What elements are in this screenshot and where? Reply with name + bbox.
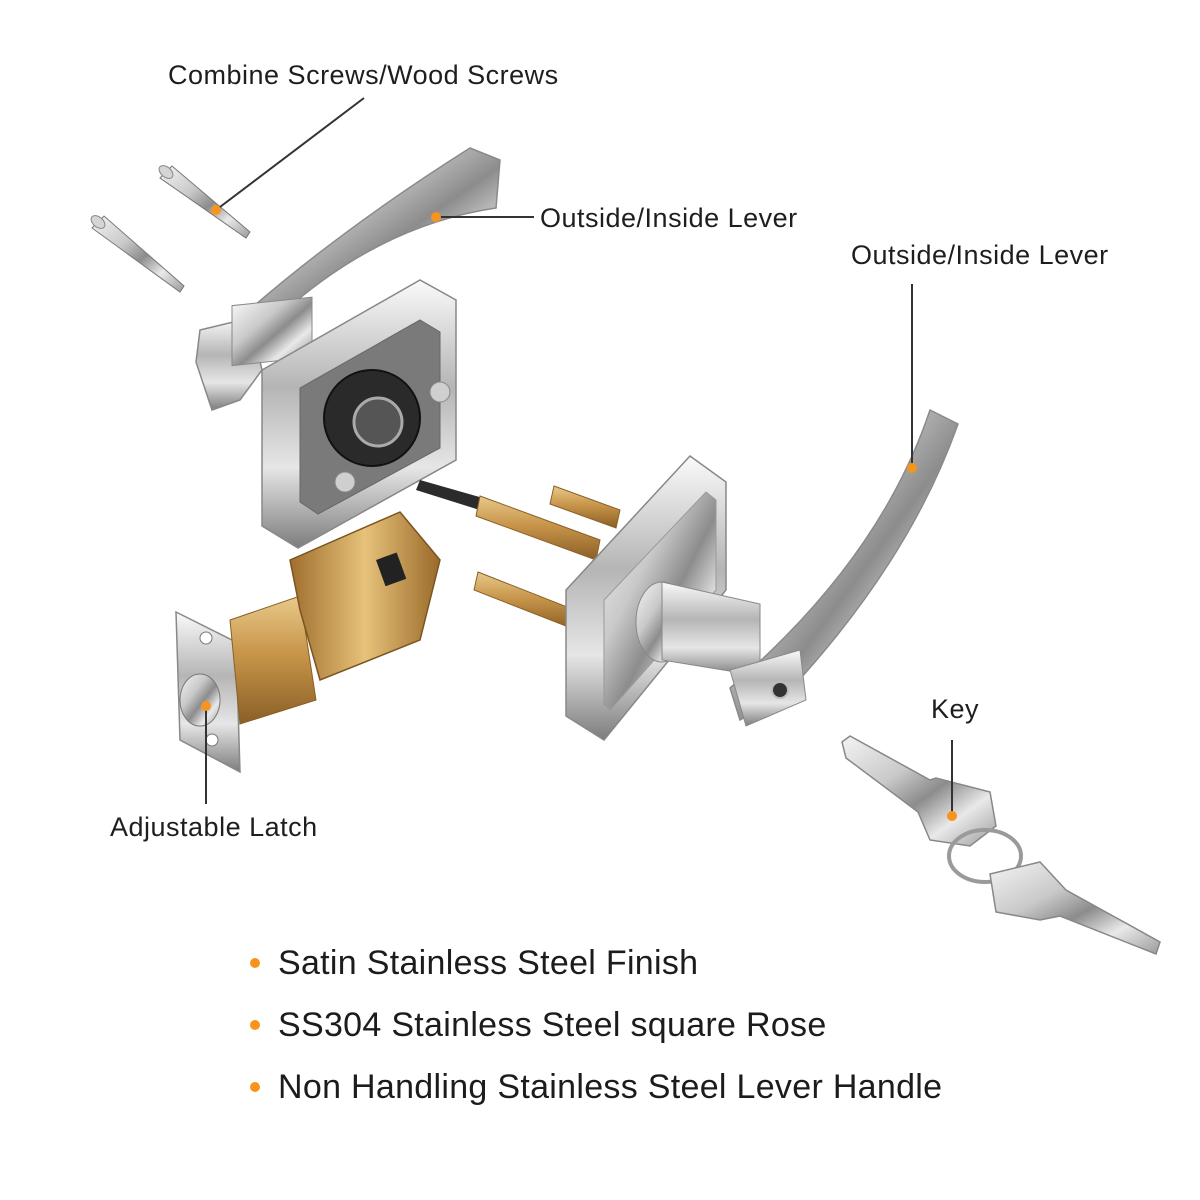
orange-dot-marker-key [947,811,957,821]
bullet-dot-icon [250,958,260,968]
left-lever [195,147,501,411]
bullet-dot-icon [250,1082,260,1092]
feature-text: Non Handling Stainless Steel Lever Handl… [278,1067,943,1106]
spindle [416,480,490,512]
right-rose [565,455,761,741]
feature-text: Satin Stainless Steel Finish [278,943,699,982]
feature-text: SS304 Stainless Steel square Rose [278,1005,827,1044]
leader-lines [205,97,953,816]
bullet-dot-icon [250,1020,260,1030]
feature-item: SS304 Stainless Steel square Rose [250,994,942,1056]
label-key: Key [931,694,980,724]
right-lever [729,408,959,727]
orange-dot-marker-lever-left [431,212,441,222]
left-rose [261,279,457,549]
feature-item: Satin Stainless Steel Finish [250,932,942,994]
feature-list: Satin Stainless Steel Finish SS304 Stain… [250,932,942,1118]
orange-dot-markers [201,205,957,821]
orange-dot-marker-screws [211,205,221,215]
leader-screws [215,97,365,211]
adjustable-latch [175,511,441,774]
label-screws: Combine Screws/Wood Screws [168,60,559,90]
orange-dot-marker-latch [201,701,211,711]
orange-dot-marker-lever-right [907,463,917,473]
screw-top [158,165,251,239]
label-lever-right: Outside/Inside Lever [851,240,1109,270]
screw-bottom [90,215,185,293]
feature-item: Non Handling Stainless Steel Lever Handl… [250,1056,942,1118]
label-lever-left: Outside/Inside Lever [540,203,798,233]
key-pair [841,735,1161,955]
label-latch: Adjustable Latch [110,812,318,842]
